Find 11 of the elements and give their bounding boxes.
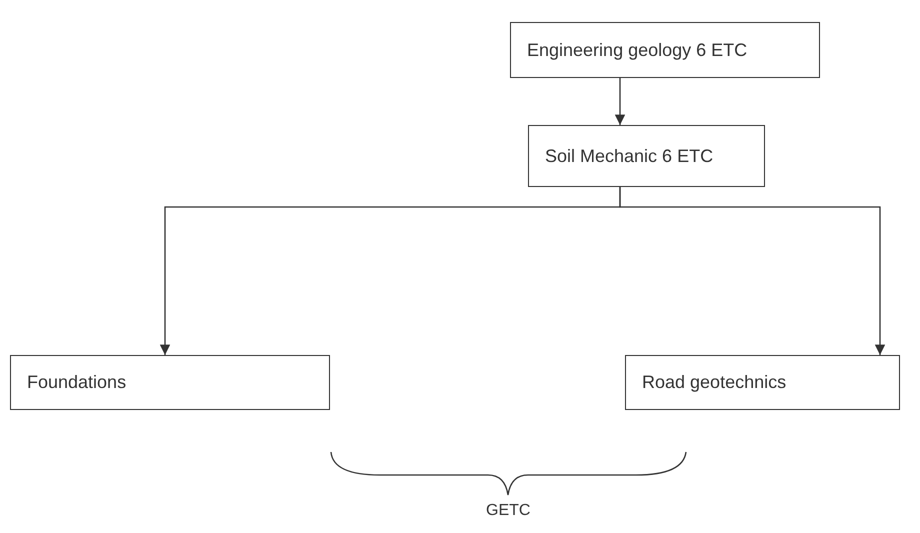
process-box <box>10 355 330 410</box>
group-label: GETC <box>486 502 530 520</box>
arrow <box>614 78 626 125</box>
box-label: Soil Mechanic 6 ETC <box>545 146 714 166</box>
process-box <box>625 355 900 410</box>
arrow <box>619 187 886 355</box>
box-label: Foundations <box>27 372 126 393</box>
box-label: Engineering geology 6 ETC <box>527 40 748 60</box>
process-box <box>510 22 820 78</box>
box-label: Road geotechnics <box>642 372 786 393</box>
process-box <box>528 125 765 187</box>
